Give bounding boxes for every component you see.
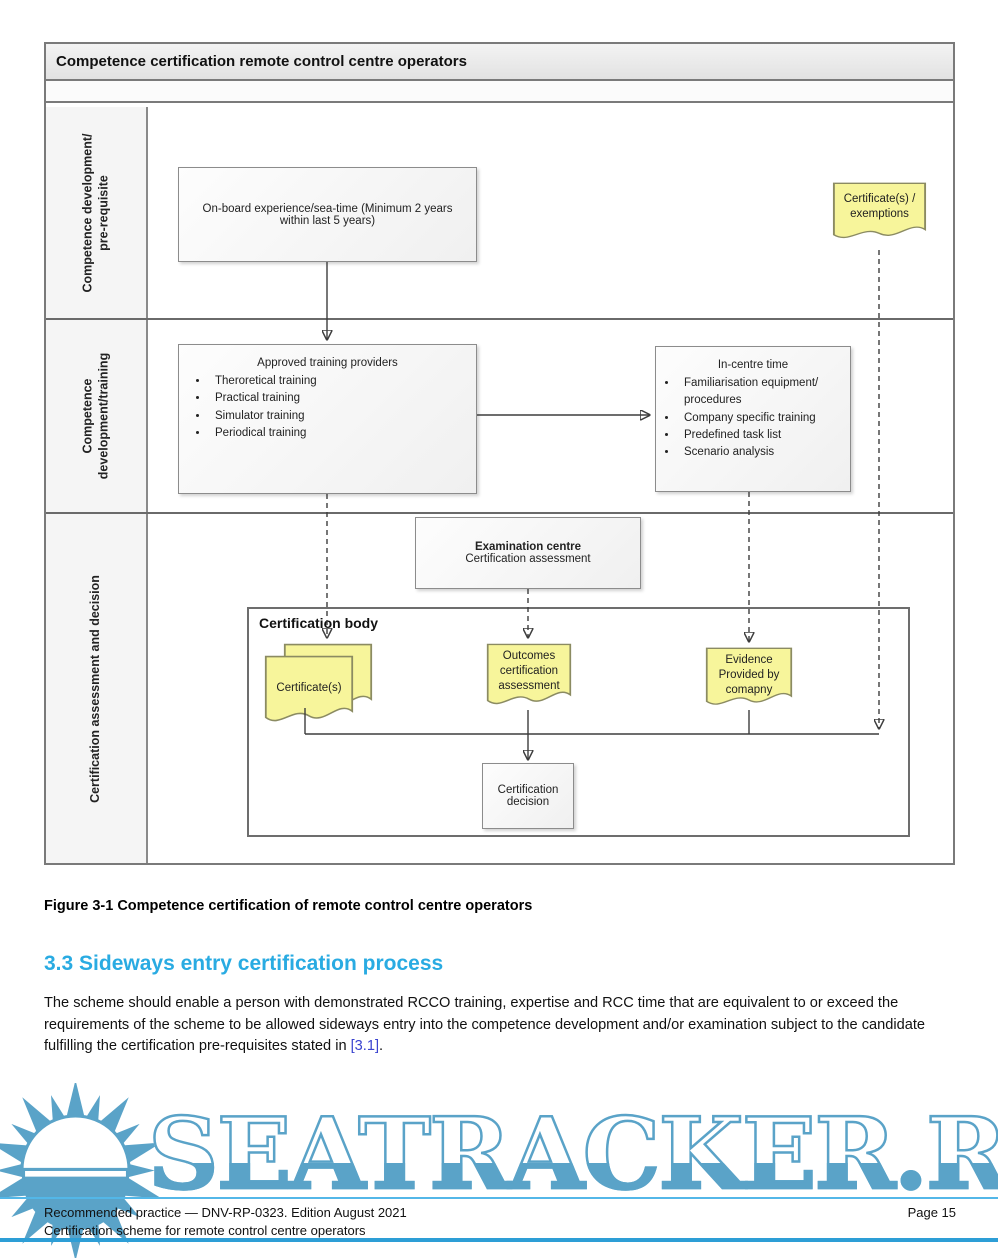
lane-label-text: Competence [80,378,95,454]
watermark-sun-logo [0,1083,163,1258]
list-item: Periodical training [209,425,468,442]
in-centre-time-list: Familiarisation equipment/ procedures Co… [678,375,850,461]
flowchart-header-band [46,81,953,103]
certification-body-label: Certification body [259,615,379,631]
lane-label-assessment-decision: Certification assessment and decision [46,514,148,863]
examination-centre-box: Examination centre Certification assessm… [415,517,641,589]
approved-training-list: Theroretical training Practical training… [209,373,476,442]
evidence-company-text: Evidence Provided by comapny [718,654,780,696]
list-item: Familiarisation equipment/ procedures [678,375,842,410]
watermark-underline [0,1197,998,1199]
footer-document-title: Recommended practice — DNV-RP-0323. Edit… [44,1205,407,1220]
approved-training-title: Approved training providers [257,357,398,369]
approved-training-box: Approved training providers Theroretical… [178,344,477,494]
examination-centre-title: Examination centre [474,541,582,553]
onboard-experience-box: On-board experience/sea-time (Minimum 2 … [178,167,477,262]
document-shape [705,647,793,705]
sun-disc-top [20,1114,131,1172]
watermark-text: SEATRACKER.RU [147,1104,998,1205]
figure-caption: Figure 3-1 Competence certification of r… [44,898,533,914]
outcomes-assessment-text: Outcomes certification assessment [498,650,560,692]
list-item: Practical training [209,390,468,407]
document-shape [264,655,354,722]
lane-label-text: development/training [96,352,110,480]
list-item: Theroretical training [209,373,468,390]
footer-page-number: Page 15 [907,1205,956,1220]
lane-label-text: Competence development/ [80,132,95,293]
footer-subtitle: Certification scheme for remote control … [44,1223,366,1238]
page-bottom-rule [0,1238,998,1242]
lane-label-text: pre-requisite [96,174,110,251]
certificates-text: Certificate(s) [276,682,342,694]
evidence-company-doc: Evidence Provided by comapny [705,647,793,715]
paragraph-period: . [379,1038,384,1055]
document-shape [832,182,927,239]
body-paragraph: The scheme should enable a person with d… [44,993,960,1058]
section-heading: 3.3 Sideways entry certification process [44,952,444,975]
list-item: Simulator training [209,408,468,425]
certificates-doc: Certificate(s) [264,655,354,733]
paragraph-text: The scheme should enable a person with d… [44,995,926,1055]
in-centre-time-box: In-centre time Familiarisation equipment… [655,346,851,492]
list-item: Scenario analysis [678,444,842,461]
list-item: Predefined task list [678,427,842,444]
document-shape [486,643,572,705]
lane-label-text: Certification assessment and decision [88,574,103,803]
sun-disc-bottom [21,1176,130,1231]
lane-label-development-training: Competence development/training [46,320,148,512]
lane-label-pre-requisite: Competence development/ pre-requisite [46,107,148,318]
cross-reference-link[interactable]: [3.1] [350,1038,380,1055]
certification-decision-box: Certification decision [482,763,574,829]
outcomes-assessment-doc: Outcomes certification assessment [486,643,572,715]
page-footer: Recommended practice — DNV-RP-0323. Edit… [44,1205,956,1238]
certification-body-container: Certification body [247,607,910,837]
in-centre-time-title: In-centre time [717,359,789,371]
flowchart-figure: Competence certification remote control … [44,42,955,865]
examination-centre-subtitle: Certification assessment [465,553,591,565]
certificate-exemptions-doc: Certificate(s) / exemptions [832,182,927,248]
flowchart-title: Competence certification remote control … [46,44,953,81]
list-item: Company specific training [678,410,842,427]
certificate-exemptions-text: Certificate(s) / exemptions [843,193,916,220]
